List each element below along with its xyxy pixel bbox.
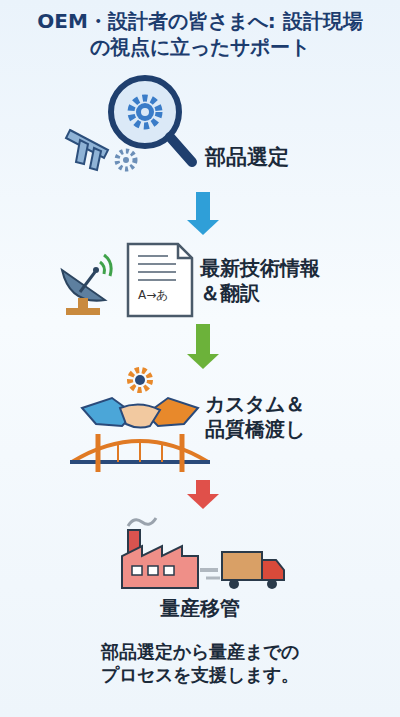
page-caption: 部品選定から量産までの プロセスを支援します。 <box>92 640 308 687</box>
step-label: カスタム＆ 品質橋渡し <box>205 392 317 442</box>
magnifier-icon <box>66 78 192 170</box>
flow-arrow <box>187 192 219 235</box>
satellite-icon <box>62 255 111 315</box>
handshake-bridge-icon <box>70 370 210 472</box>
step-mass-production: 量産移管 <box>110 512 290 624</box>
step-label: 部品選定 <box>205 144 345 170</box>
page-title: OEM・設計者の皆さまへ: 設計現場の視点に立ったサポート <box>35 8 365 60</box>
step-label: 量産移管 <box>140 596 260 621</box>
step-tech-info: 最新技術情報 ＆翻訳 <box>60 238 350 320</box>
factory-truck-icon <box>122 518 284 589</box>
document-icon <box>128 244 192 316</box>
step-custom-quality: カスタム＆ 品質橋渡し <box>60 372 350 476</box>
translate-label: A→あ <box>137 287 169 304</box>
step-label: 最新技術情報 ＆翻訳 <box>200 256 335 306</box>
flow-arrow <box>187 324 219 369</box>
flow-arrow <box>187 480 219 509</box>
step-parts-selection: 部品選定 <box>60 70 350 188</box>
